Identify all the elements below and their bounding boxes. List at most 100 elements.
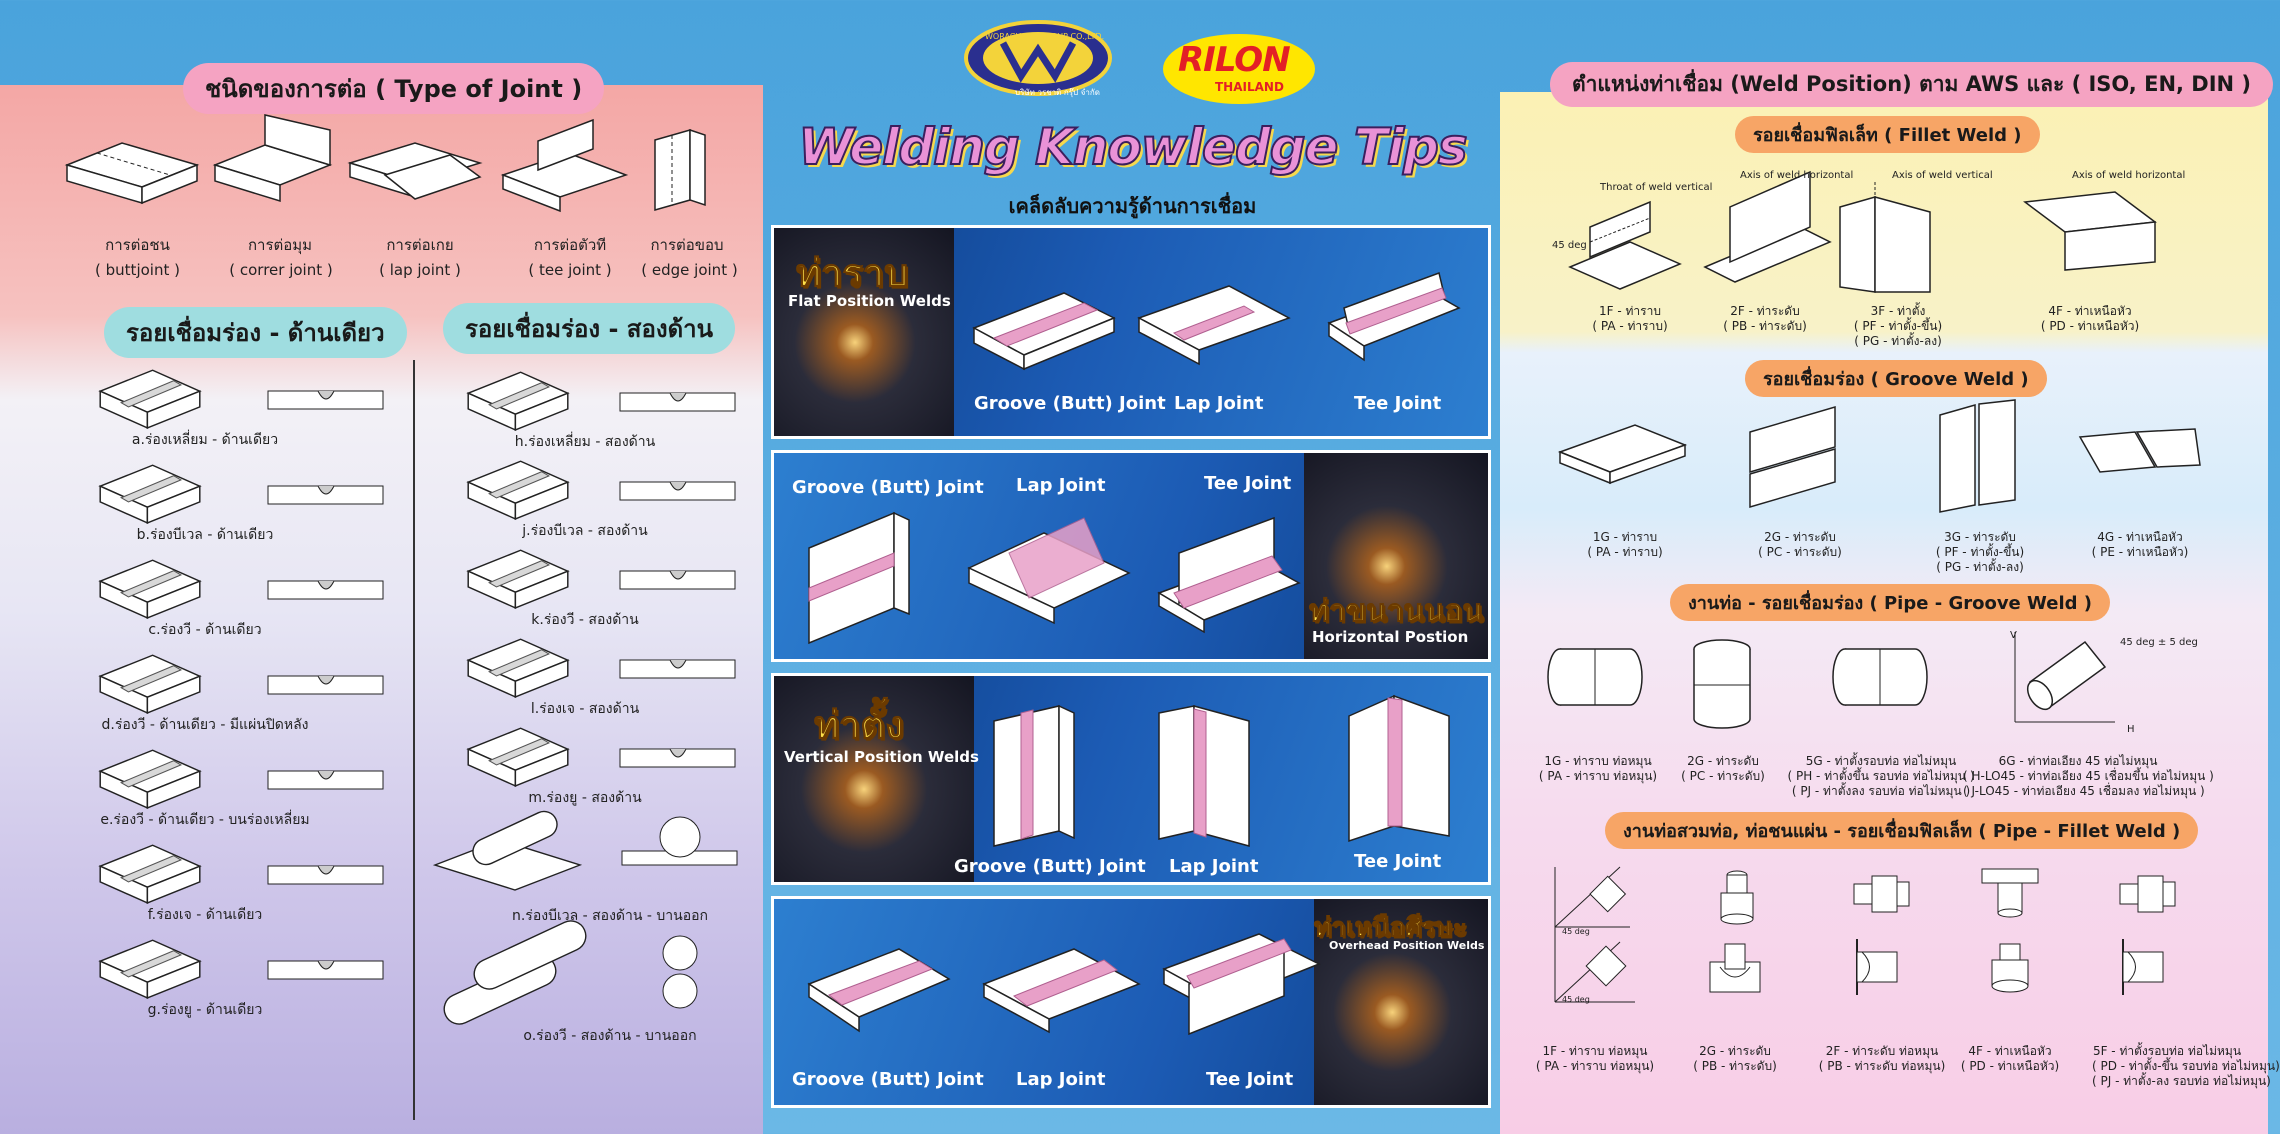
position-label: ( H-LO45 - ท่าท่อเอียง 45 เชื่อมขึ้น ท่อ… bbox=[1963, 769, 2214, 783]
flat-label: Lap Joint bbox=[1174, 393, 1264, 414]
pipe-fillet-5f-top-drawing bbox=[2118, 872, 2178, 917]
edge-joint-drawing bbox=[650, 128, 710, 215]
horizontal-label: Lap Joint bbox=[1016, 475, 1106, 496]
position-label: ( PB - ท่าระดับ) bbox=[1723, 319, 1807, 333]
joint-label-th: การต่อชน bbox=[105, 236, 170, 254]
pipe-fillet-annotation: 45 deg bbox=[1562, 995, 1590, 1004]
horizontal-tee-drawing bbox=[1154, 508, 1304, 638]
pipe-1f-drawing bbox=[1550, 862, 1645, 1012]
position-label: ( PE - ท่าเหนือหัว) bbox=[2091, 545, 2189, 559]
groove-section-drawing bbox=[619, 646, 738, 698]
position-label: ( PC - ท่าระดับ) bbox=[1681, 769, 1765, 783]
type-of-joint-heading: ชนิดของการต่อ ( Type of Joint ) bbox=[183, 63, 605, 114]
position-label: 4G - ท่าเหนือหัว bbox=[2097, 530, 2183, 544]
groove-section-drawing bbox=[267, 852, 386, 904]
position-label: ( PA - ท่าราบ ท่อหมุน) bbox=[1535, 1059, 1655, 1073]
groove-label: d.ร่องวี - ด้านเดียว - มีแผ่นปิดหลัง bbox=[101, 717, 309, 733]
groove-4g-drawing bbox=[2075, 427, 2205, 487]
column-divider bbox=[413, 360, 415, 1120]
vertical-label: Tee Joint bbox=[1354, 851, 1442, 872]
position-label: ( PJ - ท่าตั้งลง รอบท่อ ท่อไม่หมุน ) bbox=[1791, 784, 1971, 798]
company-logo-subtext: บริษัท วรชาติ กรุ๊ป จำกัด bbox=[1015, 88, 1100, 97]
position-label: ( PH - ท่าตั้งขึ้น รอบท่อ ท่อไม่หมุน ) bbox=[1787, 769, 1975, 783]
flat-label: Tee Joint bbox=[1354, 393, 1442, 414]
groove-section-drawing bbox=[622, 935, 740, 1011]
groove-plate-drawing bbox=[70, 840, 230, 905]
rilon-brand-subtext: THAILAND bbox=[1215, 80, 1284, 94]
pipe-6g-drawing bbox=[2010, 627, 2120, 727]
position-label: ( PG - ท่าตั้ง-ลง) bbox=[1936, 560, 2024, 574]
groove-label: h.ร่องเหลี่ยม - สองด้าน bbox=[514, 434, 656, 450]
position-label: ( PA - ท่าราบ ท่อหมุน) bbox=[1538, 769, 1658, 783]
horizontal-groove-drawing bbox=[804, 508, 914, 648]
welder-photo bbox=[1314, 899, 1488, 1105]
position-label: 1F - ท่าราบ ท่อหมุน bbox=[1542, 1044, 1648, 1058]
company-logo bbox=[963, 18, 1113, 98]
fillet-annotation: Throat of weld vertical bbox=[1600, 182, 1713, 193]
rilon-logo bbox=[1160, 32, 1318, 106]
position-label: 2G - ท่าระดับ bbox=[1699, 1044, 1771, 1058]
joint-label-en: ( tee joint ) bbox=[528, 261, 612, 279]
vertical-tee-drawing bbox=[1344, 686, 1454, 846]
position-label: ( PD - ท่าเหนือหัว) bbox=[1960, 1059, 2060, 1073]
fillet-1f-drawing bbox=[1560, 182, 1685, 292]
position-label: 2F - ท่าระดับ ท่อหมุน bbox=[1825, 1044, 1939, 1058]
groove-label: j.ร่องบีเวล - สองด้าน bbox=[522, 523, 648, 539]
groove-plate-drawing bbox=[438, 634, 598, 699]
position-label: 5G - ท่าตั้งรอบท่อ ท่อไม่หมุน bbox=[1805, 754, 1957, 768]
joint-label-en: ( buttjoint ) bbox=[95, 261, 180, 279]
position-label: ( PF - ท่าตั้ง-ขึ้น) bbox=[1853, 319, 1943, 333]
welder-photo bbox=[774, 228, 954, 436]
groove-1g-drawing bbox=[1555, 417, 1690, 487]
joint-label-th: การต่อขอบ bbox=[650, 236, 724, 254]
lap-joint-drawing bbox=[345, 133, 485, 215]
page-title: Welding Knowledge Tips bbox=[797, 117, 1468, 177]
pipe-fillet-4f-top-drawing bbox=[1980, 867, 2040, 922]
joint-label-th: การต่อเกย bbox=[386, 236, 454, 254]
joint-label-en: ( lap joint ) bbox=[379, 261, 461, 279]
position-label: 3F - ท่าตั้ง bbox=[1870, 304, 1926, 318]
groove-label: n.ร่องบีเวล - สองด้าน - บานออก bbox=[511, 908, 709, 924]
groove-label: k.ร่องวี - สองด้าน bbox=[531, 612, 639, 628]
fillet-annotation: Axis of weld horizontal bbox=[1740, 170, 1854, 181]
fillet-annotation: 45 deg bbox=[1552, 240, 1587, 251]
position-label: 1G - ท่าราบ bbox=[1592, 530, 1658, 544]
groove-label: m.ร่องยู - สองด้าน bbox=[528, 790, 642, 806]
groove-section-drawing bbox=[267, 472, 386, 524]
flat-label: Groove (Butt) Joint bbox=[974, 393, 1166, 414]
weld-position-standards-panel: ตำแหน่งท่าเชื่อม (Weld Position) ตาม AWS… bbox=[1500, 62, 2280, 1134]
position-label: 3G - ท่าระดับ bbox=[1944, 530, 2016, 544]
pipe-5g-drawing bbox=[1830, 642, 1930, 712]
welder-photo bbox=[1304, 453, 1488, 659]
groove-label: l.ร่องเจ - สองด้าน bbox=[530, 701, 640, 717]
groove-plate-drawing bbox=[70, 745, 230, 810]
position-label: 5F - ท่าตั้งรอบท่อ ท่อไม่หมุน bbox=[2092, 1044, 2242, 1058]
groove-plate-drawing bbox=[425, 920, 595, 1025]
groove-plate-drawing bbox=[70, 935, 230, 1000]
joint-label-th: การต่อมุม bbox=[247, 236, 313, 254]
groove-section-drawing bbox=[267, 377, 386, 429]
double-groove-heading: รอยเชื่อมร่อง - สองด้าน bbox=[443, 303, 736, 354]
position-label: ( J-LO45 - ท่าท่อเอียง 45 เชื่อมลง ท่อไม… bbox=[1963, 784, 2205, 798]
groove-plate-drawing bbox=[70, 650, 230, 715]
pipe-1g-drawing bbox=[1545, 642, 1645, 712]
groove-label: o.ร่องวี - สองด้าน - บานออก bbox=[523, 1028, 697, 1044]
position-label: ( PA - ท่าราบ) bbox=[1592, 319, 1668, 333]
position-label: 1G - ท่าราบ ท่อหมุน bbox=[1544, 754, 1652, 768]
position-label: ( PJ - ท่าตั้ง-ลง รอบท่อ ท่อไม่หมุน) bbox=[2092, 1074, 2271, 1088]
flat-position-subtitle: Flat Position Welds bbox=[788, 292, 951, 310]
position-label: ( PD - ท่าเหนือหัว) bbox=[2040, 319, 2140, 333]
position-label: 6G - ท่าท่อเอียง 45 ท่อไม่หมุน bbox=[1998, 754, 2158, 768]
pipe-fillet-5f-bottom-drawing bbox=[2118, 937, 2178, 997]
position-label: ( PB - ท่าระดับ ท่อหมุน) bbox=[1818, 1059, 1946, 1073]
pipe-fillet-2g-top-drawing bbox=[1715, 867, 1760, 927]
overhead-label: Groove (Butt) Joint bbox=[792, 1069, 984, 1090]
groove-label: g.ร่องยู - ด้านเดียว bbox=[147, 1002, 263, 1018]
pipe-groove-annotation: V bbox=[2010, 630, 2017, 641]
horizontal-position-card: Groove (Butt) Joint Lap Joint Tee Joint … bbox=[771, 450, 1491, 662]
flat-tee-drawing bbox=[1324, 268, 1464, 368]
position-label: ( PD - ท่าตั้ง-ขึ้น รอบท่อ ท่อไม่หมุน) bbox=[2092, 1059, 2280, 1073]
groove-plate-drawing bbox=[70, 555, 230, 620]
pipe-groove-annotation: 45 deg ± 5 deg bbox=[2120, 637, 2198, 648]
position-label: 4F - ท่าเหนือหัว bbox=[2048, 304, 2132, 318]
